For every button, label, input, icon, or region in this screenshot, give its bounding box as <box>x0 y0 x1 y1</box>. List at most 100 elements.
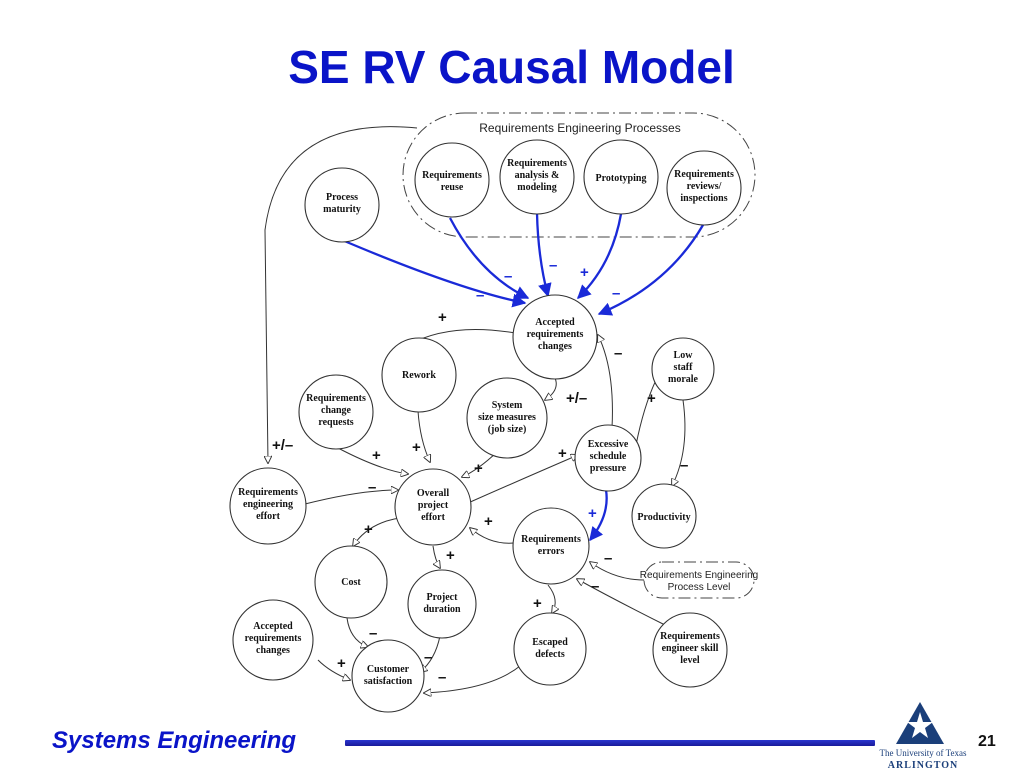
sign-accepted2-to-satisfaction: + <box>337 655 346 672</box>
svg-text:Productivity: Productivity <box>637 512 690 523</box>
node-cost: Cost <box>314 545 388 619</box>
edge-overall-to-duration <box>432 545 440 568</box>
edge-accepted-to-size <box>545 377 557 400</box>
edge-schedule-to-errors <box>589 489 608 542</box>
footer-bar <box>345 740 875 746</box>
edge-escaped-to-satisfaction <box>424 665 521 693</box>
edge-errors-to-escaped <box>547 584 555 613</box>
university-name: The University of Texas <box>879 748 967 758</box>
edge-cost-to-satisfaction <box>346 617 368 647</box>
sign-schedule-to-accepted: – <box>614 345 622 362</box>
edge-reuse-to-accepted <box>448 217 530 300</box>
edge-process-level-to-errors <box>590 562 645 581</box>
sign-skill-to-errors: – <box>591 578 599 595</box>
edge-errors-to-overall <box>470 528 515 544</box>
processes-group-outline <box>402 112 756 238</box>
sign-schedule-to-morale: + <box>647 390 656 407</box>
sign-reuse-to-accepted: – <box>504 268 512 285</box>
sign-accepted-to-size: +/– <box>566 390 587 407</box>
sign-errors-to-escaped: + <box>533 595 542 612</box>
edge-morale-to-productivity <box>672 399 686 486</box>
sign-schedule-to-errors: + <box>588 505 597 522</box>
edge-processes-to-req-effort <box>265 126 418 463</box>
sign-change-requests-to-overall: + <box>372 447 381 464</box>
sign-analysis-to-accepted: – <box>549 257 557 274</box>
university-campus: ARLINGTON <box>887 760 959 771</box>
sign-rework-to-overall: + <box>412 439 421 456</box>
sign-overall-to-cost: + <box>364 521 373 538</box>
sign-overall-to-duration: + <box>446 547 455 564</box>
node-productivity: Productivity <box>631 483 697 549</box>
sign-duration-to-satisfaction: – <box>424 649 432 666</box>
page-number: 21 <box>978 733 996 750</box>
edge-req-effort-to-overall <box>304 490 398 505</box>
uta-star-logo-icon <box>896 702 944 744</box>
edge-accepted2-to-satisfaction <box>317 659 350 680</box>
sign-prototyping-to-accepted: + <box>580 264 589 281</box>
svg-text:Rework: Rework <box>402 370 436 381</box>
slide-title: SE RV Causal Model <box>288 41 735 93</box>
sign-overall-to-schedule: + <box>558 445 567 462</box>
edge-prototyping-to-accepted <box>577 213 623 299</box>
edge-rework-to-overall <box>417 410 430 462</box>
svg-text:Cost: Cost <box>341 577 361 588</box>
sign-req-effort-to-overall: – <box>368 479 376 496</box>
sign-morale-to-productivity: – <box>680 457 688 474</box>
node-rework: Rework <box>381 337 457 413</box>
process-level-label-line1: Requirements Engineering <box>640 570 758 581</box>
sign-accepted-to-rework: + <box>438 309 447 326</box>
sign-size-to-overall: + <box>474 460 483 477</box>
edge-reviews-to-accepted <box>597 224 704 316</box>
sign-process-level-to-errors: – <box>604 550 612 567</box>
edge-overall-to-schedule <box>467 455 578 504</box>
edge-schedule-to-accepted <box>598 335 613 429</box>
sign-escaped-to-satisfaction: – <box>438 669 446 686</box>
edge-skill-to-errors <box>577 579 666 626</box>
node-prototyping: Prototyping <box>583 139 659 215</box>
svg-text:Prototyping: Prototyping <box>596 173 647 184</box>
process-level-label-line2: Process Level <box>668 582 731 593</box>
sign-errors-to-overall: + <box>484 513 493 530</box>
sign-loop-to-req-effort: +/– <box>272 437 293 454</box>
edge-analysis-to-accepted <box>535 212 552 298</box>
edge-maturity-to-accepted <box>341 238 527 308</box>
causal-model-diagram: Requirements Engineering Processes Requi… <box>229 112 758 713</box>
sign-maturity-to-accepted: – <box>476 287 484 304</box>
sign-reviews-to-accepted: – <box>612 285 620 302</box>
sign-cost-to-satisfaction: – <box>369 625 377 642</box>
processes-group-label: Requirements Engineering Processes <box>479 121 680 135</box>
edge-change-requests-to-overall <box>337 447 408 474</box>
